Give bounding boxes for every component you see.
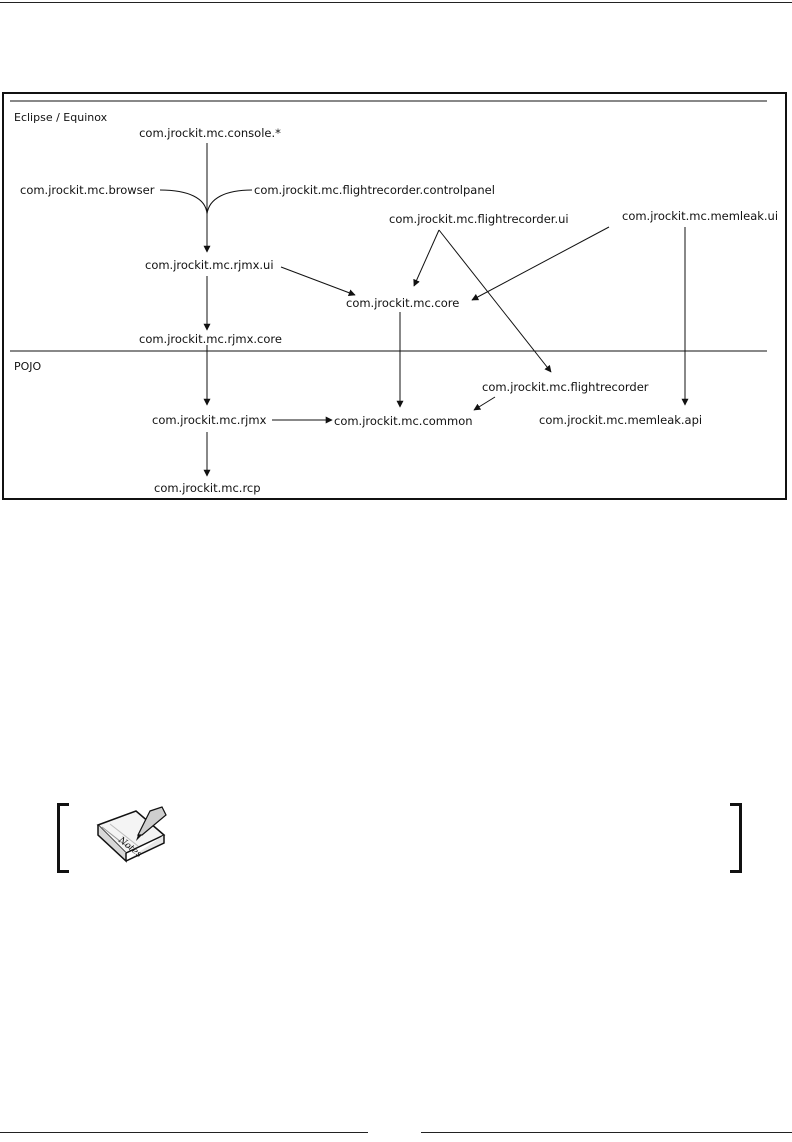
diagram-canvas: Eclipse / Equinox POJO com.jrockit.mc.co… xyxy=(2,92,787,500)
node-rjmx-ui: com.jrockit.mc.rjmx.ui xyxy=(145,258,274,272)
package-dependency-diagram: Eclipse / Equinox POJO com.jrockit.mc.co… xyxy=(2,92,787,500)
node-memleak-api: com.jrockit.mc.memleak.api xyxy=(539,413,702,427)
edges xyxy=(159,143,689,477)
edge-controlpanel-to-rjmx-ui xyxy=(206,189,253,215)
note-bracket-left xyxy=(57,803,69,873)
note-box: Notes xyxy=(57,803,742,873)
node-flightrecorder: com.jrockit.mc.flightrecorder xyxy=(482,380,649,394)
edge-memleak-ui-to-core xyxy=(471,226,610,301)
edge-fr-ui-to-flightrecorder xyxy=(438,229,552,373)
diagram-frame xyxy=(2,92,787,500)
node-rjmx: com.jrockit.mc.rjmx xyxy=(152,413,267,427)
edge-fr-ui-to-core xyxy=(413,229,440,287)
node-rjmx-core: com.jrockit.mc.rjmx.core xyxy=(139,332,282,346)
node-console: com.jrockit.mc.console.* xyxy=(139,126,281,140)
edge-flightrecorder-to-common xyxy=(473,396,496,411)
nodes: com.jrockit.mc.console.* com.jrockit.mc.… xyxy=(20,126,778,495)
page-top-rule xyxy=(0,2,792,3)
region-label-eclipse: Eclipse / Equinox xyxy=(14,111,108,124)
node-core: com.jrockit.mc.core xyxy=(346,296,459,310)
page-bottom-rule-right xyxy=(421,1132,792,1133)
edge-browser-to-rjmx-ui xyxy=(159,189,208,215)
node-controlpanel: com.jrockit.mc.flightrecorder.controlpan… xyxy=(254,183,495,197)
node-common: com.jrockit.mc.common xyxy=(334,414,473,428)
node-flightrecorder-ui: com.jrockit.mc.flightrecorder.ui xyxy=(389,212,569,226)
edge-rjmx-ui-to-core xyxy=(280,266,356,297)
note-bracket-right xyxy=(730,803,742,873)
notes-icon: Notes xyxy=(92,805,172,867)
page-bottom-rule-left xyxy=(0,1132,368,1133)
node-browser: com.jrockit.mc.browser xyxy=(20,183,155,197)
node-rcp: com.jrockit.mc.rcp xyxy=(154,481,261,495)
region-label-pojo: POJO xyxy=(14,360,42,373)
node-memleak-ui: com.jrockit.mc.memleak.ui xyxy=(622,209,778,223)
